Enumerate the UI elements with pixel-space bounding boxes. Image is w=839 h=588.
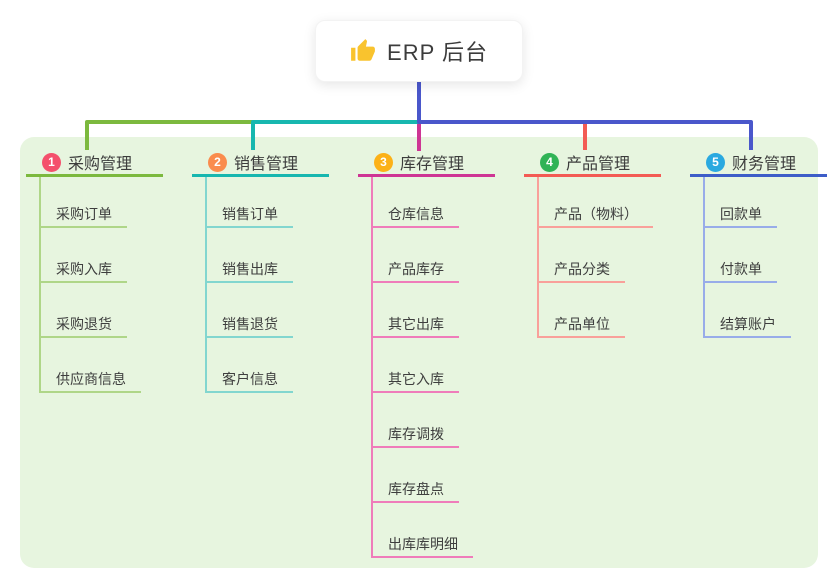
sub-node[interactable]: 产品库存 xyxy=(371,257,459,283)
branch-node-label: 销售管理 xyxy=(234,156,299,173)
branch-badge: 5 xyxy=(706,152,725,172)
branch-subtree-line xyxy=(371,177,373,558)
sub-node[interactable]: 结算账户 xyxy=(703,312,791,338)
sub-node[interactable]: 其它出库 xyxy=(371,312,459,338)
sub-node[interactable]: 其它入库 xyxy=(371,367,459,393)
sub-node[interactable]: 销售订单 xyxy=(205,202,293,228)
root-node[interactable]: ERP 后台 xyxy=(315,20,523,82)
sub-node[interactable]: 仓库信息 xyxy=(371,202,459,228)
sub-node[interactable]: 销售出库 xyxy=(205,257,293,283)
connector-branch-2 xyxy=(251,120,419,150)
branch-subtree-line xyxy=(703,177,705,338)
sub-node[interactable]: 产品单位 xyxy=(537,312,625,338)
sub-node[interactable]: 客户信息 xyxy=(205,367,293,393)
branch-node[interactable]: 5 财务管理 xyxy=(690,150,827,177)
sub-node[interactable]: 付款单 xyxy=(703,257,777,283)
branch-subtree-line xyxy=(205,177,207,393)
branch-node[interactable]: 4 产品管理 xyxy=(524,150,661,177)
branch-badge: 3 xyxy=(374,152,393,172)
branch-node-label: 库存管理 xyxy=(400,156,465,173)
sub-node[interactable]: 产品（物料） xyxy=(537,202,653,228)
connector-root-stem xyxy=(417,82,753,150)
sub-node[interactable]: 出库库明细 xyxy=(371,532,473,558)
branch-badge: 1 xyxy=(42,152,61,172)
connector-lines xyxy=(85,82,753,151)
branch-node[interactable]: 3 库存管理 xyxy=(358,150,495,177)
branch-node[interactable]: 2 销售管理 xyxy=(192,150,329,177)
branches-panel xyxy=(20,137,818,568)
sub-node[interactable]: 采购退货 xyxy=(39,312,127,338)
branch-badge: 2 xyxy=(208,152,227,172)
sub-node[interactable]: 供应商信息 xyxy=(39,367,141,393)
sub-node[interactable]: 产品分类 xyxy=(537,257,625,283)
branch-node-label: 采购管理 xyxy=(68,156,133,173)
branch-badge: 4 xyxy=(540,152,559,172)
sub-node[interactable]: 回款单 xyxy=(703,202,777,228)
thumbs-up-icon xyxy=(351,39,375,61)
branch-node-label: 产品管理 xyxy=(566,156,631,173)
branch-subtree-line xyxy=(537,177,539,338)
sub-node[interactable]: 采购订单 xyxy=(39,202,127,228)
branch-node[interactable]: 1 采购管理 xyxy=(26,150,163,177)
sub-node[interactable]: 销售退货 xyxy=(205,312,293,338)
branch-node-label: 财务管理 xyxy=(732,156,797,173)
branch-subtree-line xyxy=(39,177,41,393)
root-node-title: ERP 后台 xyxy=(387,40,488,65)
sub-node[interactable]: 采购入库 xyxy=(39,257,127,283)
sub-node[interactable]: 库存盘点 xyxy=(371,477,459,503)
sub-node[interactable]: 库存调拨 xyxy=(371,422,459,448)
